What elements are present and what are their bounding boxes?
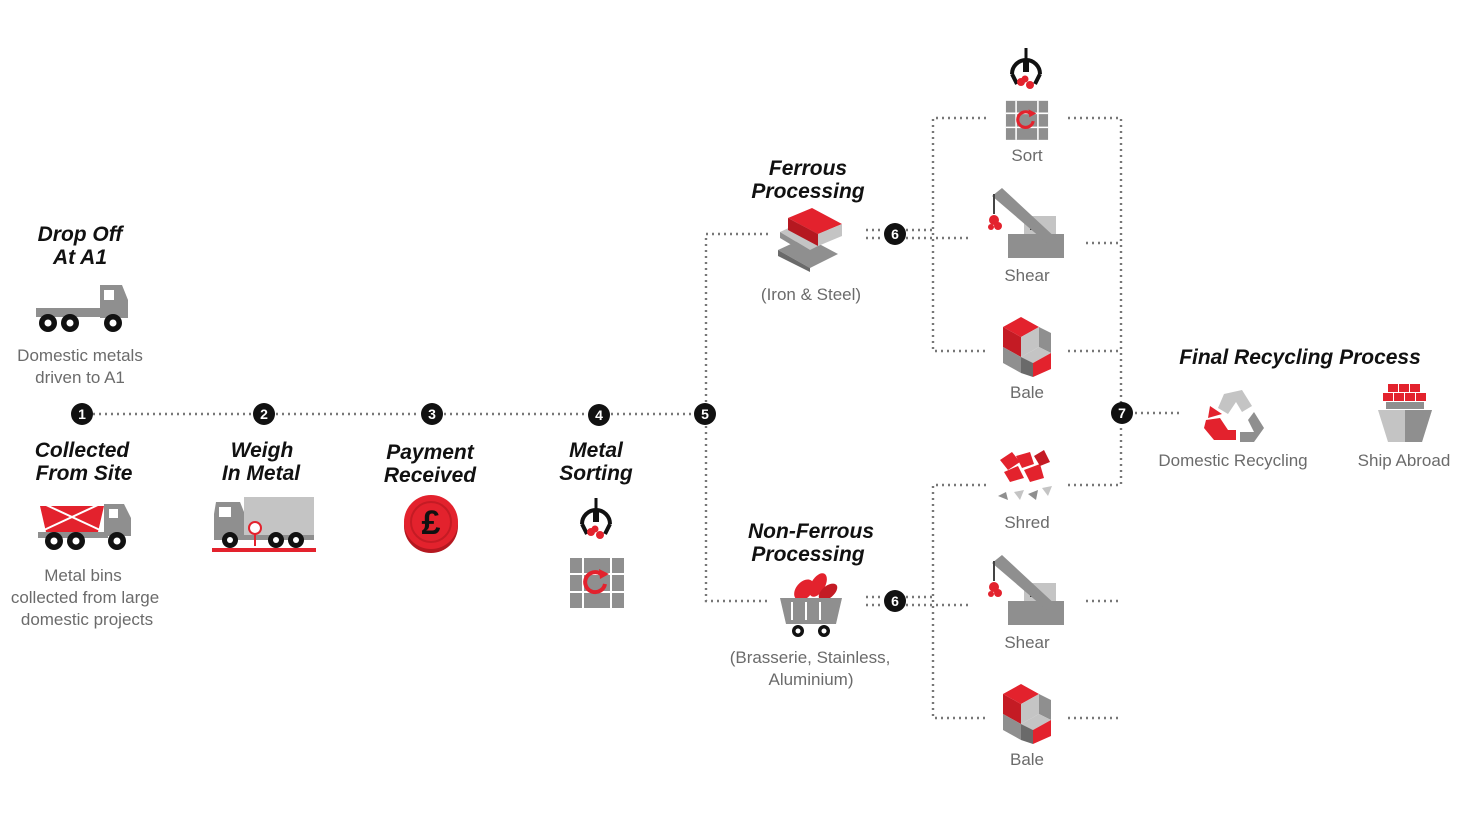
step-number-7: 7: [1118, 405, 1126, 421]
collected-title-line2: From Site: [36, 462, 133, 485]
non-ferrous-option-shear: Shear: [987, 554, 1065, 652]
sorting-title-line1: Metal: [569, 439, 624, 462]
non-ferrous-option-shred: Shred: [998, 450, 1052, 532]
step-marker-7: 7: [1111, 402, 1133, 424]
cube-bale-icon: [1003, 317, 1051, 377]
ferrous-title-line1: Ferrous: [769, 157, 847, 180]
drop-off-caption-line2: driven to A1: [35, 368, 125, 387]
grabber-crate-icon: [1004, 46, 1050, 142]
step-marker-5: 5: [694, 403, 716, 425]
non-ferrous-caption-line2: Aluminium): [768, 670, 853, 689]
step-payment: Payment Received £: [384, 441, 477, 553]
sort-label: Sort: [1011, 146, 1042, 165]
non-ferrous-title-line2: Processing: [751, 543, 864, 566]
drop-off-title-line2: At A1: [52, 246, 107, 269]
drop-off-title-line1: Drop Off: [38, 223, 125, 246]
pound-coin-icon: £: [404, 495, 458, 553]
drop-off-caption-line1: Domestic metals: [17, 346, 143, 365]
ferrous-option-sort: Sort: [1004, 46, 1050, 165]
step-sorting: Metal Sorting: [559, 439, 633, 610]
collected-title-line1: Collected: [35, 439, 131, 462]
collected-caption-line2: collected from large: [11, 588, 159, 607]
ferrous-bale-label: Bale: [1010, 383, 1044, 402]
final-recycling-process: Final Recycling Process Domestic Recycli…: [1158, 346, 1450, 470]
non-ferrous-shear-label: Shear: [1004, 633, 1050, 652]
non-ferrous-title-line1: Non-Ferrous: [748, 520, 874, 543]
payment-title-line1: Payment: [386, 441, 475, 464]
step-number-5: 5: [701, 406, 709, 422]
scrap-cart-icon: [780, 573, 842, 637]
ferrous-caption: (Iron & Steel): [761, 285, 861, 304]
step-number-1: 1: [78, 406, 86, 422]
shred-label: Shred: [1004, 513, 1049, 532]
weigh-title-line2: In Metal: [222, 462, 301, 485]
ferrous-processing: Ferrous Processing (Iron & Steel): [751, 157, 864, 304]
non-ferrous-processing: Non-Ferrous Processing (Brasserie, Stain…: [730, 520, 891, 689]
step-marker-2: 2: [253, 403, 275, 425]
non-ferrous-bale-label: Bale: [1010, 750, 1044, 769]
crane-shear-icon: [987, 187, 1065, 259]
step-marker-6-ferrous: 6: [884, 223, 906, 245]
ferrous-shear-label: Shear: [1004, 266, 1050, 285]
step-marker-6-non-ferrous: 6: [884, 590, 906, 612]
payment-title-line2: Received: [384, 464, 477, 487]
cube-bale-icon: [1003, 684, 1051, 744]
step-marker-4: 4: [588, 404, 610, 426]
ship-abroad-label: Ship Abroad: [1358, 451, 1451, 470]
ferrous-title-line2: Processing: [751, 180, 864, 203]
weigh-title-line1: Weigh: [231, 439, 294, 462]
step-number-6-non-ferrous: 6: [891, 593, 899, 609]
domestic-recycling-label: Domestic Recycling: [1158, 451, 1307, 470]
cargo-ship-icon: [1378, 384, 1432, 442]
collected-caption-line1: Metal bins: [44, 566, 121, 585]
weighbridge-truck-icon: [212, 497, 316, 552]
final-title: Final Recycling Process: [1179, 346, 1421, 369]
step-number-4: 4: [595, 407, 603, 423]
connector-lines: [93, 116, 1180, 720]
crane-shear-icon: [987, 554, 1065, 626]
sorting-title-line2: Sorting: [559, 462, 633, 485]
step-marker-3: 3: [421, 403, 443, 425]
step-collected: Collected From Site Metal bins collected…: [11, 439, 159, 629]
non-ferrous-option-bale: Bale: [1003, 684, 1051, 769]
step-drop-off: Drop Off At A1 Domestic metals driven to…: [17, 223, 143, 387]
recycle-icon: [1204, 390, 1264, 442]
tow-truck-icon: [36, 285, 128, 332]
skip-truck-icon: [38, 503, 131, 550]
step-marker-1: 1: [71, 403, 93, 425]
ferrous-option-shear: Shear: [987, 187, 1065, 285]
collected-caption-line3: domestic projects: [21, 610, 153, 629]
ferrous-option-bale: Bale: [1003, 317, 1051, 402]
step-number-3: 3: [428, 406, 436, 422]
step-number-2: 2: [260, 406, 268, 422]
steel-blocks-icon: [778, 208, 842, 272]
shredded-scrap-icon: [998, 450, 1052, 500]
step-weigh: Weigh In Metal: [212, 439, 316, 552]
step-number-6-ferrous: 6: [891, 226, 899, 242]
pound-symbol: £: [422, 504, 441, 542]
sorting-grabber-icon: [568, 496, 626, 610]
non-ferrous-caption-line1: (Brasserie, Stainless,: [730, 648, 891, 667]
